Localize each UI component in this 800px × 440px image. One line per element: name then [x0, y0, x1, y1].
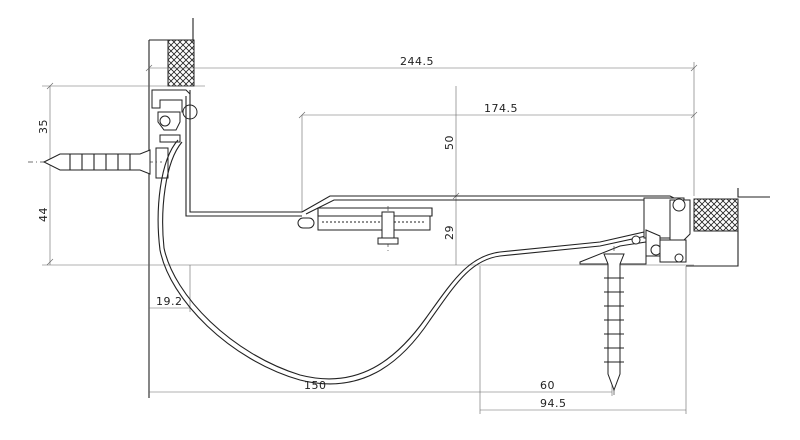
left-insulation-block — [167, 39, 195, 87]
dimension-labels: 244.5 174.5 35 44 50 29 19.2 150 60 94.5 — [37, 55, 567, 410]
cover-panel — [297, 195, 691, 252]
dim-lower-depth: 29 — [443, 225, 456, 240]
main-profile — [157, 90, 647, 385]
right-clamp-profile — [579, 197, 691, 265]
dim-overall-width: 244.5 — [400, 55, 434, 68]
left-wall — [148, 18, 195, 398]
dim-right-span: 60 — [540, 379, 555, 392]
left-anchor-screw — [28, 149, 162, 175]
dim-height-top: 35 — [37, 119, 50, 134]
dim-right-total: 94.5 — [540, 397, 567, 410]
dim-profile-span: 150 — [304, 379, 327, 392]
dim-depth: 50 — [443, 135, 456, 150]
right-anchor-screw — [603, 246, 625, 396]
dim-inner-width: 174.5 — [484, 102, 518, 115]
dim-offset-left: 19.2 — [156, 295, 183, 308]
dim-height-bottom: 44 — [37, 207, 50, 222]
inner-bracket — [317, 215, 431, 231]
right-wall — [686, 188, 770, 267]
right-insulation-block — [693, 198, 739, 232]
dimension-lines — [42, 62, 698, 414]
